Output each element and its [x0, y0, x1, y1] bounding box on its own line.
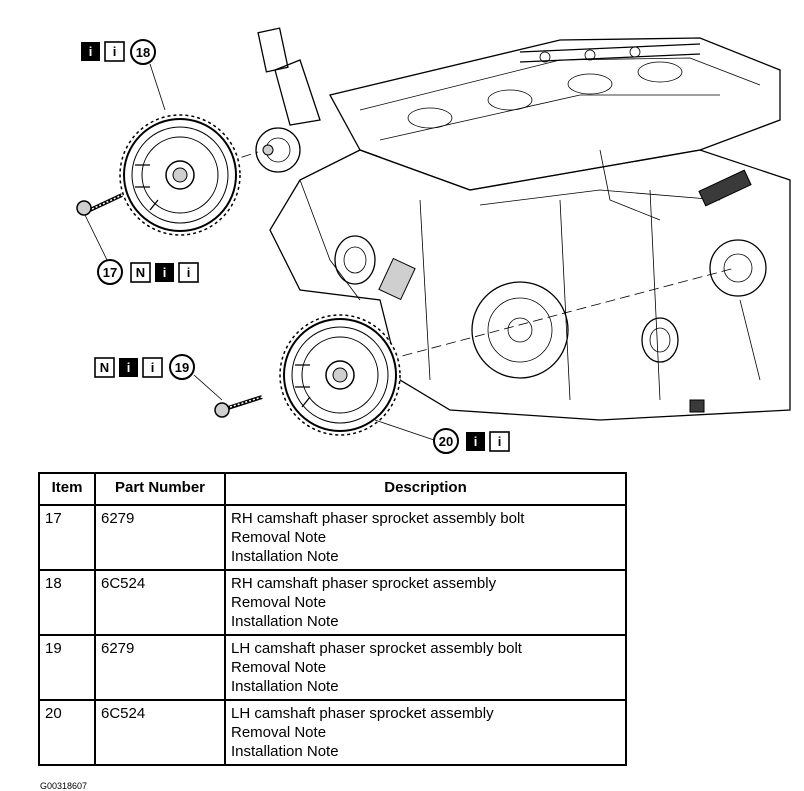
exploded-view-diagram: i i 18 17 N i i N i i 19 20 i i [76, 27, 791, 454]
callout-19: N i i 19 [94, 354, 195, 380]
lh-phaser-sprocket [279, 314, 401, 436]
item-cell: 20 [38, 699, 96, 766]
part-number-cell: 6C524 [94, 569, 226, 636]
lh-phaser-bolt [214, 395, 263, 418]
column-header-description: Description [224, 472, 627, 506]
installation-note-link[interactable]: Installation Note [231, 678, 339, 695]
installation-note-link[interactable]: Installation Note [231, 548, 339, 565]
leader-lines [84, 63, 435, 441]
figure-id: G00318607 [40, 781, 88, 791]
installation-note-link[interactable]: Installation Note [231, 613, 339, 630]
column-header-item: Item [38, 472, 96, 506]
item-cell: 18 [38, 569, 96, 636]
callout-number: 17 [103, 265, 117, 280]
part-number-cell: 6C524 [94, 699, 226, 766]
info-icon: i [187, 265, 191, 280]
part-description: LH camshaft phaser sprocket assembly [231, 705, 494, 722]
table-row: 18 6C524 RH camshaft phaser sprocket ass… [38, 569, 627, 636]
engine-block-illustration [255, 27, 791, 421]
callout-number: 18 [136, 45, 150, 60]
info-icon: i [151, 360, 155, 375]
table-row: 19 6279 LH camshaft phaser sprocket asse… [38, 634, 627, 701]
rh-phaser-bolt [76, 193, 123, 216]
part-description: RH camshaft phaser sprocket assembly bol… [231, 510, 525, 527]
description-cell: LH camshaft phaser sprocket assembly bol… [224, 634, 627, 701]
part-description: LH camshaft phaser sprocket assembly bol… [231, 640, 522, 657]
description-cell: LH camshaft phaser sprocket assembly Rem… [224, 699, 627, 766]
item-cell: 17 [38, 504, 96, 571]
part-description: RH camshaft phaser sprocket assembly [231, 575, 497, 592]
item-cell: 19 [38, 634, 96, 701]
rh-phaser-sprocket [119, 114, 241, 236]
callout-number: 20 [439, 434, 453, 449]
removal-note-link[interactable]: Removal Note [231, 529, 327, 546]
removal-note-link[interactable]: Removal Note [231, 659, 327, 676]
description-cell: RH camshaft phaser sprocket assembly Rem… [224, 569, 627, 636]
table-row: 17 6279 RH camshaft phaser sprocket asse… [38, 504, 627, 571]
info-icon: i [113, 44, 117, 59]
info-icon: i [127, 360, 131, 375]
callout-number: 19 [175, 360, 189, 375]
info-icon: i [89, 44, 93, 59]
new-part-icon: N [136, 265, 145, 280]
table-header-row: Item Part Number Description [38, 472, 627, 506]
table-row: 20 6C524 LH camshaft phaser sprocket ass… [38, 699, 627, 766]
removal-note-link[interactable]: Removal Note [231, 594, 327, 611]
info-icon: i [498, 434, 502, 449]
new-part-icon: N [100, 360, 109, 375]
info-icon: i [474, 434, 478, 449]
installation-note-link[interactable]: Installation Note [231, 743, 339, 760]
info-icon: i [163, 265, 167, 280]
part-number-cell: 6279 [94, 634, 226, 701]
removal-note-link[interactable]: Removal Note [231, 724, 327, 741]
parts-table: Item Part Number Description 17 6279 RH … [38, 472, 627, 766]
callout-20: 20 i i [433, 428, 510, 454]
callout-17: 17 N i i [97, 259, 199, 285]
callout-18: i i 18 [81, 39, 156, 65]
part-number-cell: 6279 [94, 504, 226, 571]
column-header-part-number: Part Number [94, 472, 226, 506]
description-cell: RH camshaft phaser sprocket assembly bol… [224, 504, 627, 571]
